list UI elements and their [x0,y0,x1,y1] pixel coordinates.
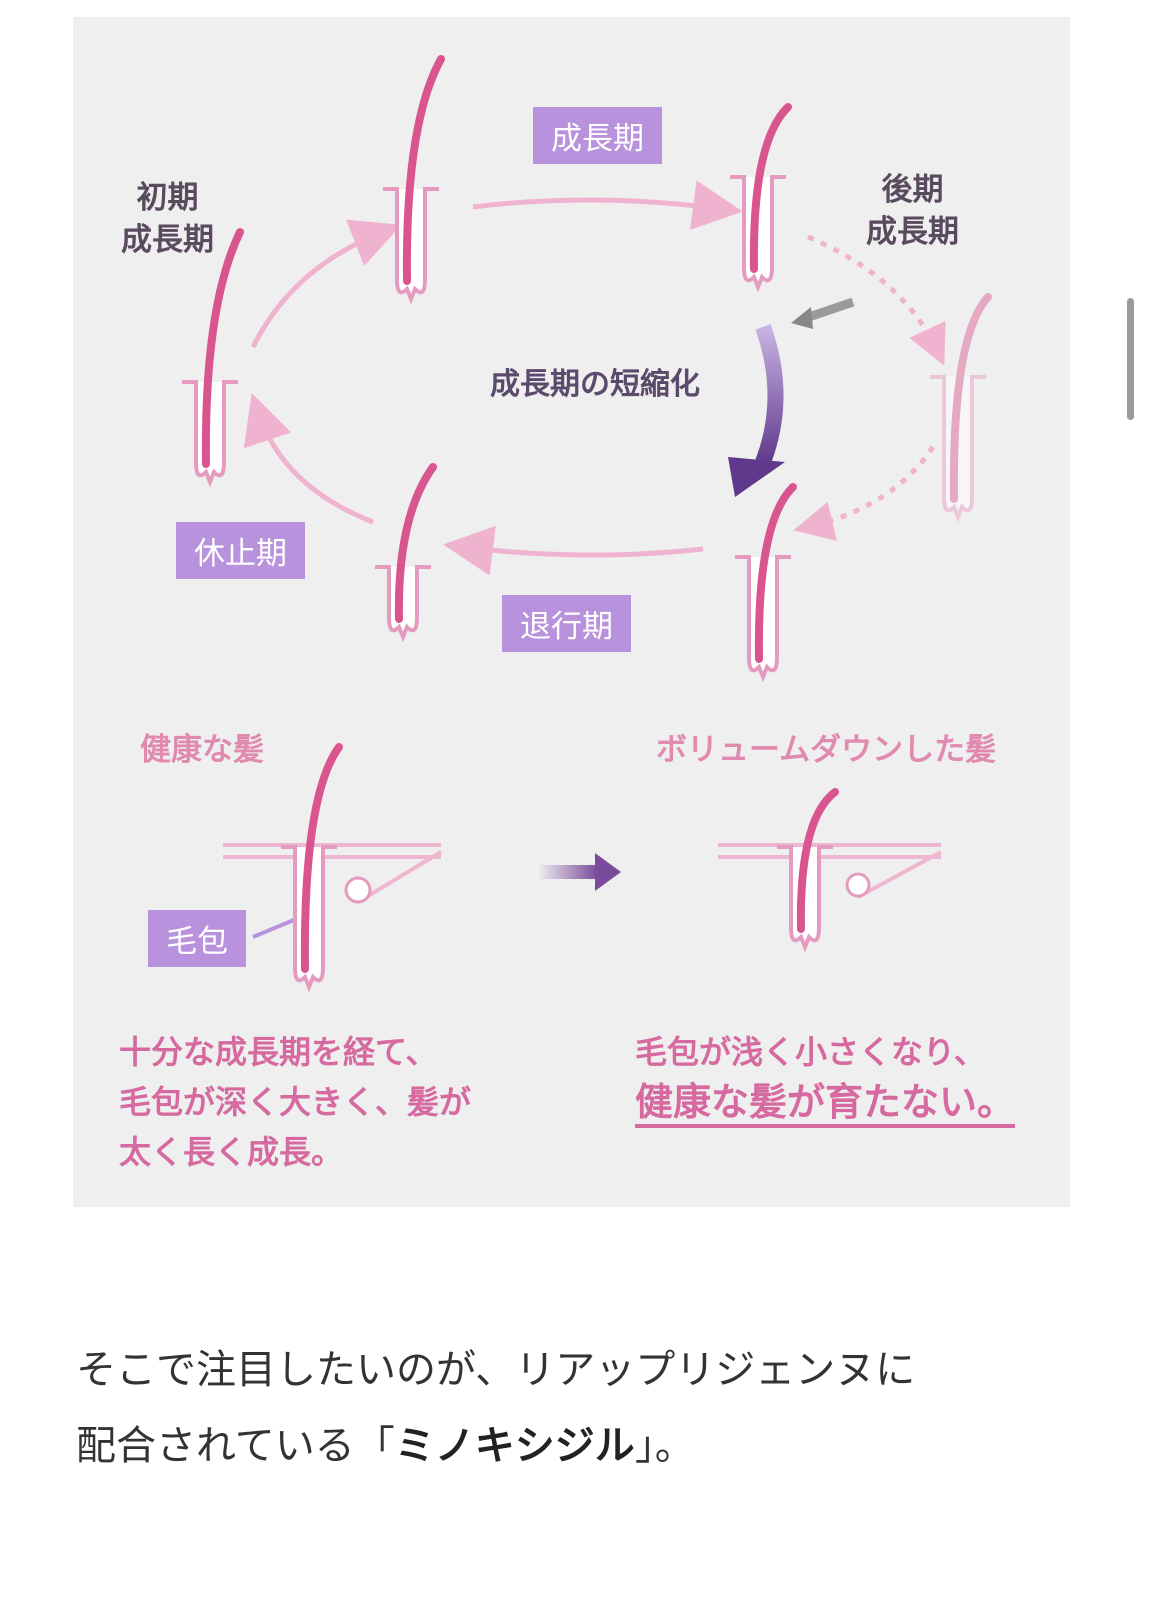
follicle-label: 毛包 [148,910,246,967]
hair-growth [383,55,445,305]
shortening-label: 成長期の短縮化 [490,367,700,402]
hair-healthy [281,743,343,993]
volume-down-title: ボリュームダウンした髪 [656,732,997,768]
emphasis-text: 健康な髪が育たない。 [635,1080,1016,1128]
hair-late-growth [730,103,792,293]
volume-down-caption: 毛包が浅く小さくなり、 健康な髪が育たない。 [635,1027,1016,1128]
shortening-arrow [755,324,784,465]
hair-telogen [375,463,437,643]
transition-arrow [538,865,598,879]
cycle-arrow [250,219,402,349]
stage-label-late-growth: 後期 成長期 [866,172,959,250]
hair-early-growth [182,228,244,488]
stage-label-early-growth: 初期 成長期 [121,180,214,258]
cycle-arrow [243,393,374,525]
hair-late-growth-faded [930,293,992,523]
cycle-arrow [443,525,704,576]
healthy-caption: 十分な成長期を経て、 毛包が深く大きく、髪が 太く長く成長。 [119,1033,472,1171]
article-paragraph: そこで注目したいのが、リアップリジェンヌに 配合されている「ミノキシジル」。 [76,1347,916,1469]
hair-volume-down [777,788,839,953]
cycle-arrow-dotted [793,445,936,541]
stage-label-catagen: 退行期 [502,595,631,652]
hair-cycle-illustration [182,55,992,993]
healthy-hair-title: 健康な髪 [140,732,264,768]
cycle-arrow-dotted [807,234,946,366]
stage-label-telogen: 休止期 [176,522,305,579]
scrollbar[interactable] [1127,298,1134,420]
hair-catagen [735,483,797,683]
highlight-text: ミノキシジル [394,1423,635,1469]
hair-cycle-diagram: 初期 成長期 成長期 後期 成長期 退行期 休止期 成長期の短縮化 健康な髪 ボ… [73,17,1070,1207]
stage-label-growth: 成長期 [533,107,662,164]
cycle-arrow [472,180,743,230]
